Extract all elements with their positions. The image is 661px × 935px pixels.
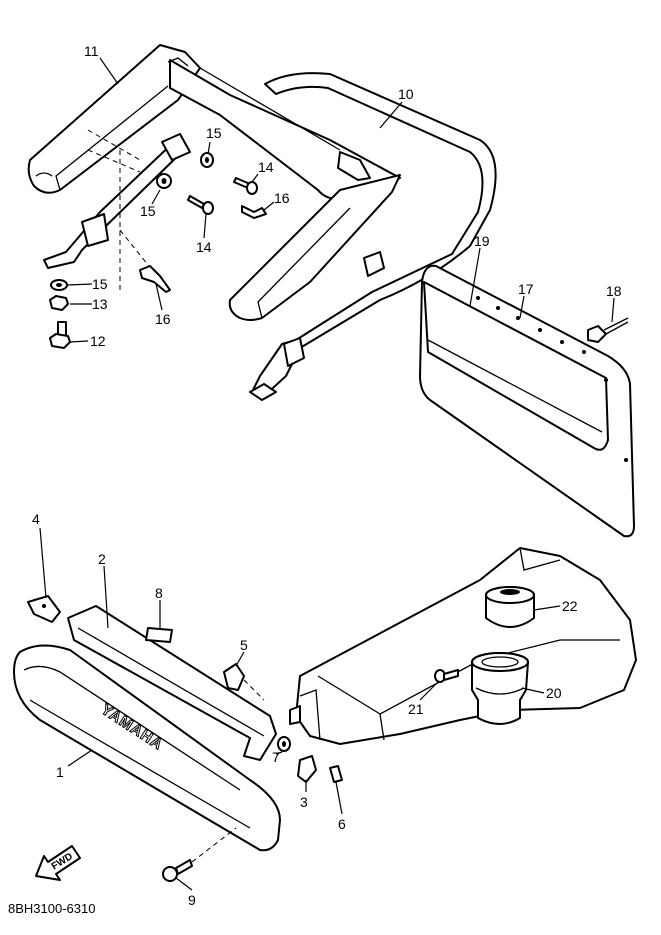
callout-16-b: 16 [155,311,171,327]
rivet-18 [587,317,629,343]
callout-8: 8 [155,585,163,601]
filler-neck-part-20 [471,652,529,725]
callout-15-c: 15 [92,276,108,292]
tank-body [289,547,637,745]
callout-2: 2 [98,551,106,567]
leader-lines [39,57,615,891]
callout-20: 20 [546,685,562,701]
bolt-12 [49,321,71,349]
clip-part-3 [297,755,317,783]
washer-15-left [156,173,172,189]
callout-21: 21 [408,701,424,717]
mud-flap-part-17 [419,264,635,538]
screw-14-lower [187,195,214,215]
nut-13 [49,295,69,311]
clip-part-5 [223,663,265,701]
callout-12: 12 [90,333,106,349]
fwd-arrow-icon: FWD [35,845,81,881]
callout-17: 17 [518,281,534,297]
callout-1: 1 [56,764,64,780]
callout-3: 3 [300,794,308,810]
carrier-bar-part-10 [169,59,497,401]
callout-9: 9 [188,892,196,908]
decal-part-8 [145,627,173,643]
callout-14-b: 14 [196,239,212,255]
right-rail [228,174,401,321]
callout-7: 7 [272,749,280,765]
screw-part-21 [434,669,459,683]
callout-19: 19 [474,233,490,249]
washer-15-bottom [50,279,68,291]
bolt-part-9 [162,827,237,882]
washer-part-7 [277,736,291,752]
callout-14-a: 14 [258,159,274,175]
callout-10: 10 [398,86,414,102]
clip-part-6 [329,765,343,783]
left-bracket-arm [43,133,191,269]
callout-11: 11 [84,43,99,59]
callout-13: 13 [92,296,108,312]
cap-part-22 [485,586,535,628]
rivet-16-right [241,205,267,219]
callout-6: 6 [338,816,346,832]
callout-4: 4 [32,511,40,527]
washer-15-right [200,152,214,168]
callout-22: 22 [562,598,578,614]
callout-labels: 11 10 15 15 14 16 14 16 15 13 12 19 17 1… [32,43,622,908]
callout-15-a: 15 [206,125,222,141]
top-hardware-guides [87,129,153,290]
bracket-part-2 [67,605,277,761]
callout-5: 5 [240,637,248,653]
callout-16-a: 16 [274,190,290,206]
callout-18: 18 [606,283,622,299]
drawing-code: 8BH3100-6310 [8,901,95,916]
rivet-16-left [139,265,171,293]
left-rail-part-11 [27,44,201,194]
bracket-part-4 [27,595,61,623]
callout-15-b: 15 [140,203,156,219]
